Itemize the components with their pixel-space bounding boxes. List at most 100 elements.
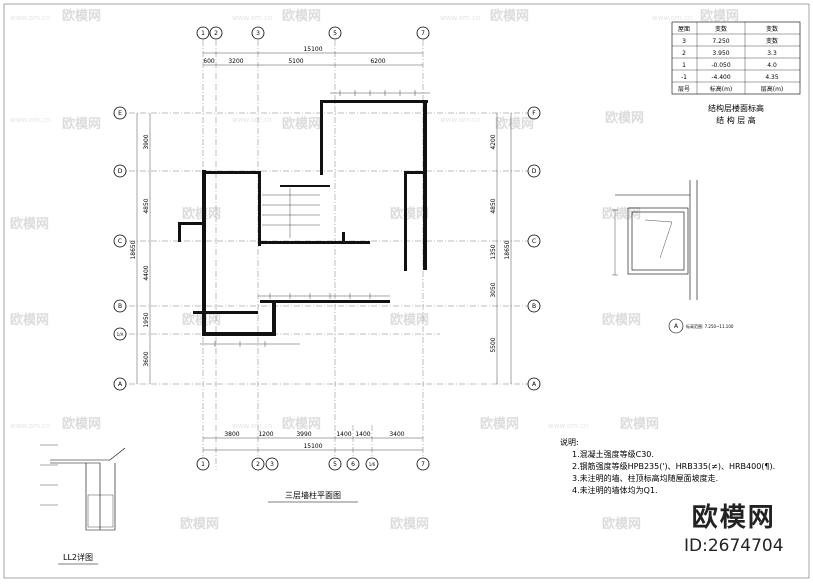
axis-label: B	[532, 303, 536, 310]
table-cell: 2	[682, 50, 686, 57]
section-a-detail: A 标高范围: 7.250~11.100	[612, 180, 734, 334]
section-note: 标高范围: 7.250~11.100	[686, 323, 734, 329]
table-cell: 3.3	[767, 50, 777, 57]
watermark: 欧模网	[10, 216, 49, 232]
watermark: 欧模网	[182, 206, 221, 222]
watermark: 欧模网	[602, 312, 641, 328]
watermarks: 欧模网 欧模网 欧模网 欧模网 欧模网 欧模网 欧模网 欧模网 欧模网 欧模网 …	[10, 8, 739, 532]
dim-text: 3990	[296, 431, 311, 438]
ll2-detail: LL2详图	[40, 444, 126, 565]
watermark-url: www.om.cn	[10, 14, 50, 22]
axis-bubble	[113, 377, 127, 391]
axis-bubble	[113, 234, 127, 248]
axis-label: 1/6	[369, 462, 376, 467]
dim-text: 3400	[389, 431, 404, 438]
axis-bubble	[251, 457, 265, 471]
axis-label: 1	[201, 461, 205, 468]
axis-bubble	[113, 106, 127, 120]
watermark-url: www.om.cn	[10, 422, 50, 430]
axis-bubble	[328, 457, 342, 471]
table-cell: 变数	[766, 37, 778, 45]
watermark: 欧模网	[602, 516, 641, 532]
axis-label: B	[118, 303, 122, 310]
watermark-url: www.om.cn	[652, 14, 692, 22]
watermark: 欧模网	[390, 206, 429, 222]
watermark: 欧模网	[10, 312, 49, 328]
watermark: 欧模网	[390, 312, 429, 328]
detail-title: LL2详图	[63, 552, 93, 562]
axis-bubble	[328, 26, 342, 40]
dim-text: 15100	[303, 443, 322, 450]
dim-text: 1200	[258, 431, 273, 438]
watermark-url: www.om.cn	[232, 14, 272, 22]
watermark: 欧模网	[282, 116, 321, 132]
table-cell: 4.0	[767, 62, 777, 69]
note-item: 1.混凝土强度等级C30.	[572, 450, 654, 459]
watermark-url: www.om.cn	[10, 116, 50, 124]
annotation-band-top	[330, 90, 430, 96]
dim-text: 1400	[336, 431, 351, 438]
table-caption: 结 构 层 高	[716, 115, 756, 125]
table-cell: 3	[682, 38, 686, 45]
axis-label: 6	[351, 461, 355, 468]
watermark: 欧模网	[490, 8, 529, 24]
brand-name: 欧模网	[691, 503, 776, 533]
watermark: 欧模网	[605, 110, 644, 126]
watermark: 欧模网	[180, 516, 219, 532]
axis-bubble	[416, 26, 430, 40]
dim-text: 3200	[228, 58, 243, 65]
axis-label: 5	[333, 30, 337, 37]
level-table: 屋面 变数 变数 3 7.250 变数 2 3.950 3.3 1 -0.050…	[671, 21, 801, 125]
axis-label: D	[532, 168, 537, 175]
watermark: 欧模网	[62, 116, 101, 132]
table-cell: 变数	[766, 25, 778, 33]
axis-label: 2	[256, 461, 260, 468]
dim-text: 18650	[504, 240, 511, 259]
axis-label: 1/A	[117, 332, 124, 337]
axis-label: 2	[214, 30, 218, 37]
dim-text: 15100	[303, 46, 322, 53]
axis-bubble	[527, 164, 541, 178]
stair-hatch	[262, 188, 320, 238]
floor-plan: 1 2 3 5 7 1 2 3 5 6 1/6 7 E D C B 1/A	[113, 26, 541, 503]
axis-bubble	[416, 457, 430, 471]
dim-text: 5500	[490, 337, 497, 352]
watermark: 欧模网	[620, 416, 659, 432]
axis-bubble	[209, 26, 223, 40]
plan-title: 三层墙柱平面图	[285, 490, 341, 500]
watermark-url: www.om.cn	[232, 422, 272, 430]
axis-bubble	[527, 299, 541, 313]
dim-text: 1350	[490, 244, 497, 259]
watermark: 欧模网	[480, 416, 519, 432]
dim-text: 6200	[370, 58, 385, 65]
axis-label: D	[118, 168, 123, 175]
table-cell: 变数	[715, 25, 727, 33]
table-cell: -4.400	[711, 74, 731, 81]
watermark-url: www.om.cn	[440, 14, 480, 22]
watermark: 欧模网	[495, 116, 534, 132]
watermark: 欧模网	[182, 312, 221, 328]
watermark: 欧模网	[390, 516, 429, 532]
table-cell: -1	[681, 74, 687, 81]
dim-text: 5100	[288, 58, 303, 65]
axis-label: E	[118, 110, 122, 117]
axis-label: C	[532, 238, 536, 245]
axis-bubble	[113, 164, 127, 178]
table-cell: 7.250	[712, 38, 729, 45]
dim-text: 3800	[224, 431, 239, 438]
axis-label: 7	[421, 461, 425, 468]
table-header: 标高(m)	[710, 85, 733, 93]
axis-bubble	[346, 457, 360, 471]
axis-label: 5	[333, 461, 337, 468]
axis-label: 3	[270, 461, 274, 468]
section-label: A	[674, 323, 679, 330]
axis-bubble	[527, 106, 541, 120]
watermark-url: www.om.cn	[232, 116, 272, 124]
table-cell: 1	[682, 62, 686, 69]
axis-bubble	[196, 26, 210, 40]
table-header: 层号	[678, 86, 690, 93]
table-cell: -0.050	[711, 62, 731, 69]
note-item: 2.钢筋强度等级HPB235(')、HRB335(≠)、HRB400(¶).	[572, 462, 776, 471]
watermark: 欧模网	[62, 416, 101, 432]
